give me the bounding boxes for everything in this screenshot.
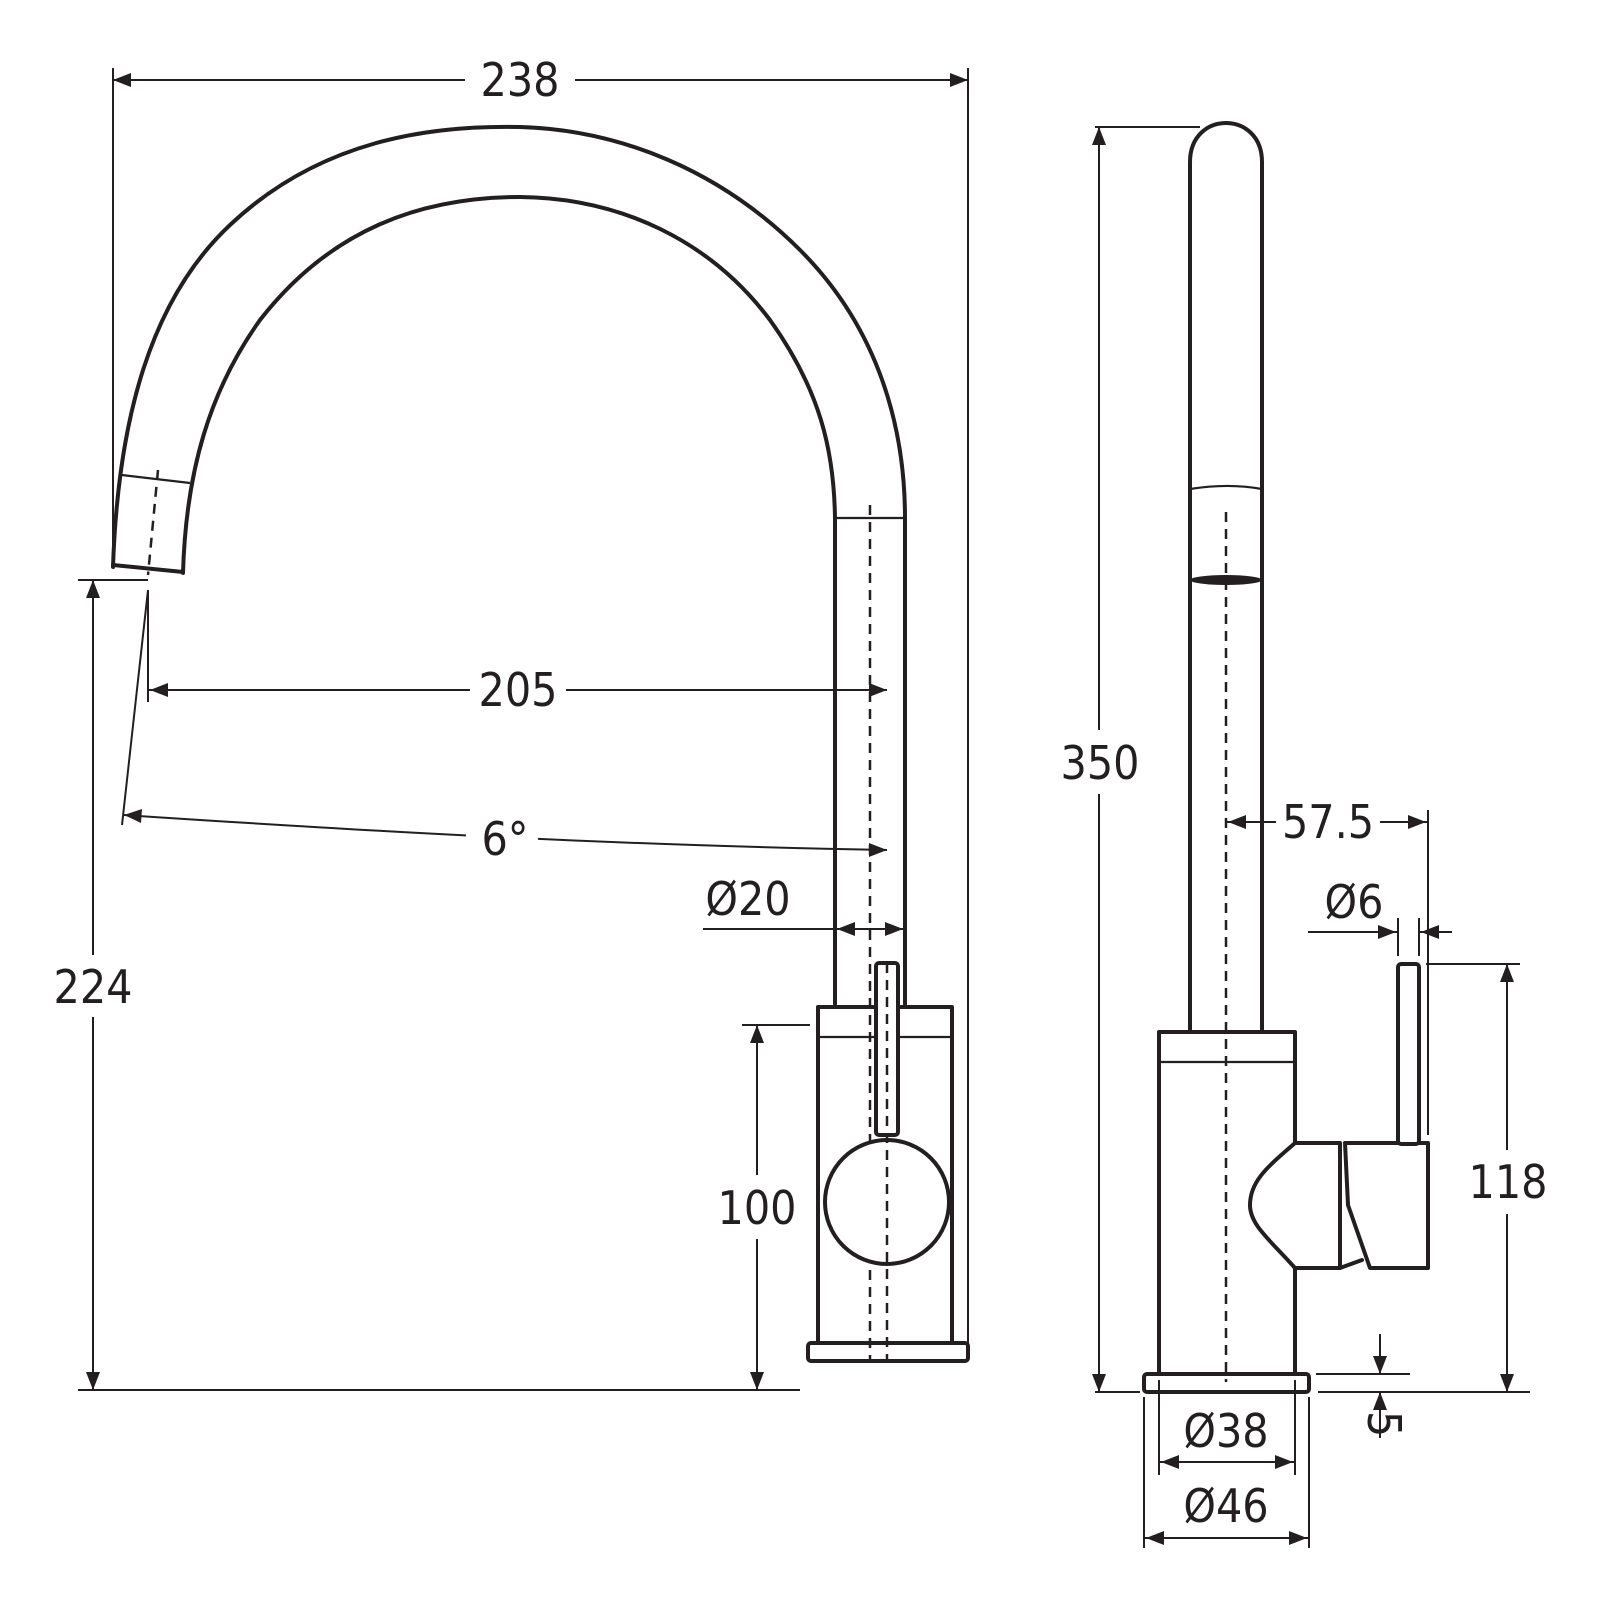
dim-overall-width: 238 [481, 53, 560, 107]
arrow-icon [1146, 1531, 1164, 1545]
side-view: 350 57.5 Ø6 118 5 [1054, 121, 1556, 1548]
arrow-icon [950, 73, 968, 87]
side-base-plate [1142, 1372, 1311, 1394]
spout-outer-outline [111, 124, 907, 1006]
arrow-icon [150, 683, 168, 697]
side-lever-body [1343, 1141, 1430, 1270]
side-lever-boss [1248, 1141, 1342, 1270]
dim-spout-angle: 6° [481, 812, 528, 866]
arrow-icon [869, 683, 887, 697]
arrow-icon [113, 73, 131, 87]
arrow-icon [1373, 1356, 1387, 1374]
arrow-icon [837, 922, 855, 936]
spout-inner-outline [181, 195, 837, 1006]
side-body-outline [1157, 1030, 1297, 1376]
arrow-icon [1500, 964, 1514, 982]
dim-body-diameter: Ø38 [1183, 1404, 1268, 1458]
dim-lever-height: 118 [1469, 1155, 1548, 1209]
angle-ext [121, 589, 149, 826]
arrow-icon [1421, 925, 1439, 939]
dim-spout-reach: 205 [479, 663, 558, 717]
spout-outlet-edge [111, 563, 185, 574]
side-riser-outline [1188, 121, 1264, 1034]
arrow-icon [1092, 127, 1106, 145]
arrow-icon [750, 1372, 764, 1390]
arrow-icon [1500, 1374, 1514, 1392]
dim-spout-diameter: Ø20 [705, 872, 790, 926]
arrow-icon [1289, 1531, 1307, 1545]
dim-overall-height: 350 [1061, 736, 1140, 790]
arrow-icon [1275, 1455, 1293, 1469]
arrow-icon [86, 580, 100, 598]
arrow-icon [1228, 815, 1246, 829]
side-aerator-band [1189, 484, 1263, 491]
dim-body-height: 100 [718, 1181, 797, 1235]
arrow-icon [124, 809, 142, 823]
arrow-icon [869, 843, 887, 857]
front-view: 238 205 6° Ø20 224 100 [40, 48, 970, 1391]
spout-tip-centerline [146, 469, 160, 576]
arrow-icon [1092, 1374, 1106, 1392]
arrow-icon [1408, 815, 1426, 829]
dim-outlet-height: 224 [54, 960, 133, 1014]
arrow-icon [885, 922, 903, 936]
dim-base-thickness: 5 [1357, 1411, 1411, 1437]
arrow-icon [86, 1372, 100, 1390]
dim-base-diameter: Ø46 [1183, 1479, 1268, 1533]
arrow-icon [1378, 925, 1396, 939]
dim-lever-diameter: Ø6 [1325, 875, 1384, 929]
dim-lever-offset: 57.5 [1282, 795, 1374, 849]
side-lever-stem [1396, 962, 1421, 1146]
arrow-icon [750, 1025, 764, 1043]
arrow-icon [1161, 1455, 1179, 1469]
arrow-icon [1373, 1392, 1387, 1410]
